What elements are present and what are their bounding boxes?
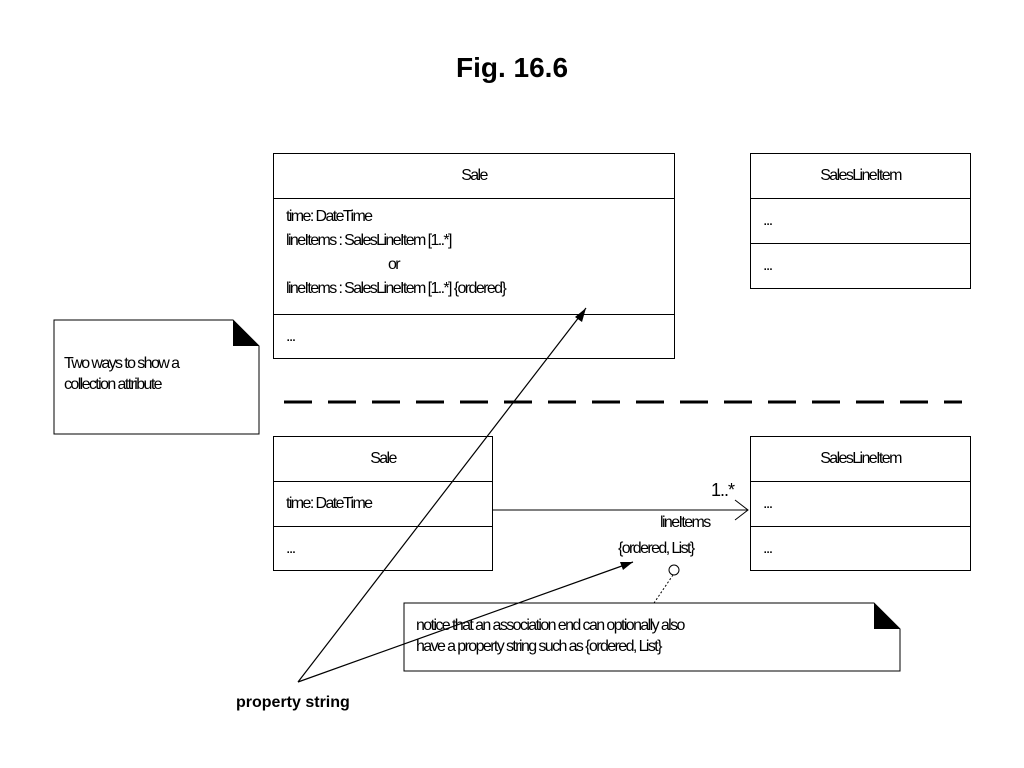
- navigability-arrowhead: [734, 499, 749, 521]
- bottom-note-fold: [874, 603, 900, 629]
- collection-attribute-note[interactable]: Two ways to show a collection attribute: [54, 320, 259, 434]
- or-separator: or: [388, 256, 401, 273]
- association-property-string: {ordered, List}: [618, 540, 695, 557]
- class-name: Sale: [274, 154, 674, 199]
- property-arrow-to-association: [297, 561, 634, 683]
- role-name-label: lineItems: [660, 514, 711, 531]
- operations-section: ...: [286, 540, 296, 557]
- attributes-section: ...: [751, 199, 970, 244]
- attributes-section: time: DateTime: [274, 482, 492, 527]
- note-anchor-circle: [668, 564, 680, 576]
- operations-section: ...: [286, 328, 296, 345]
- left-note-outline: [53, 319, 260, 435]
- operations-section: ...: [763, 257, 773, 274]
- operations-section: ...: [763, 540, 773, 557]
- property-arrowhead-top: [575, 308, 586, 322]
- figure-title: Fig. 16.6: [455, 52, 569, 83]
- note-line: collection attribute: [64, 376, 163, 393]
- note-line: notice that an association end can optio…: [416, 617, 685, 634]
- note-anchor-line: [653, 574, 674, 604]
- class-name: Sale: [274, 437, 492, 482]
- class-name: SalesLineItem: [751, 154, 970, 199]
- bottom-saleslineitem-class[interactable]: SalesLineItem ... ...: [750, 436, 971, 571]
- top-sale-class[interactable]: Sale time: DateTime lineItems : SalesLin…: [273, 153, 675, 359]
- left-note-fold: [233, 320, 259, 346]
- class-name: SalesLineItem: [751, 437, 970, 482]
- note-line: have a property string such as {ordered,…: [416, 638, 662, 655]
- bottom-sale-class[interactable]: Sale time: DateTime ...: [273, 436, 493, 571]
- attributes-section: time: DateTime lineItems : SalesLineItem…: [274, 199, 674, 315]
- attributes-section: ...: [751, 482, 970, 527]
- attribute: lineItems : SalesLineItem [1..*]: [286, 232, 453, 249]
- property-arrowhead-association: [620, 562, 633, 570]
- property-string-label: property string: [236, 694, 350, 711]
- note-line: Two ways to show a: [64, 355, 180, 372]
- property-arrow-to-top-class: [297, 307, 587, 683]
- attribute: lineItems : SalesLineItem [1..*] {ordere…: [286, 280, 507, 297]
- top-saleslineitem-class[interactable]: SalesLineItem ... ...: [750, 153, 971, 289]
- bottom-note-outline: [403, 602, 901, 672]
- multiplicity-label: 1..*: [711, 480, 735, 500]
- attribute: time: DateTime: [286, 208, 373, 225]
